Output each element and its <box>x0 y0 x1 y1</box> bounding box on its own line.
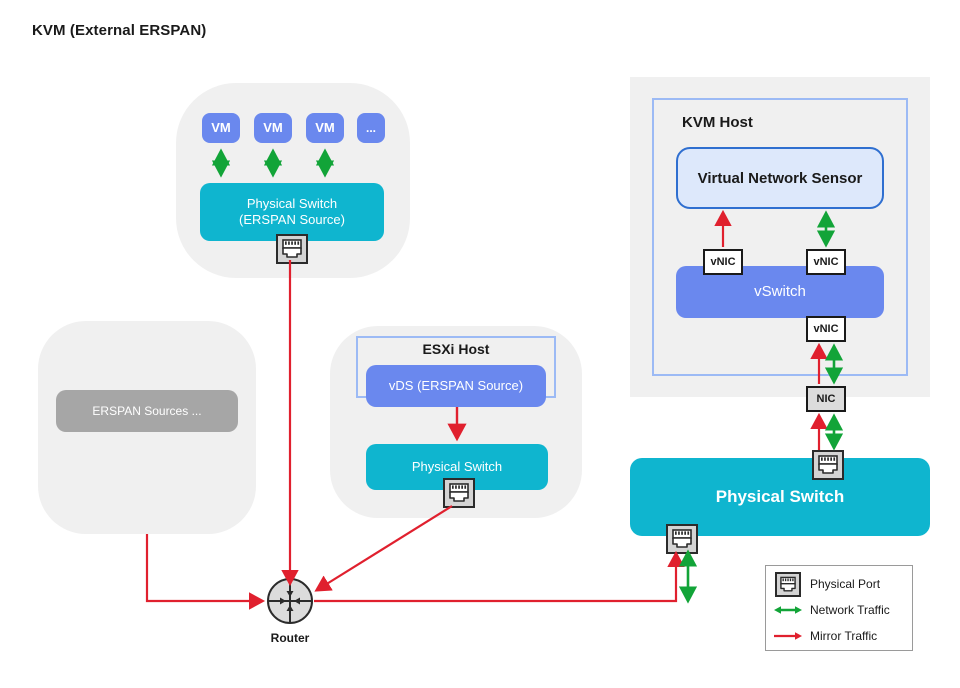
single-arrow-red-icon <box>774 632 802 640</box>
physical-port-icon <box>276 234 308 264</box>
nic-box: NIC <box>806 386 846 412</box>
bottom-switch-label: Physical Switch <box>715 487 845 507</box>
erspan-sources-box: ERSPAN Sources ... <box>56 390 238 432</box>
vm-box-1: VM <box>202 113 240 143</box>
virtual-network-sensor-label: Virtual Network Sensor <box>697 169 863 187</box>
vm-label: VM <box>211 119 231 135</box>
wire-esxi-port-to-router <box>314 505 453 592</box>
vm-label: VM <box>263 119 283 135</box>
physical-port-kvm-switch <box>276 234 308 264</box>
physical-port-icon <box>775 571 801 597</box>
legend-label: Mirror Traffic <box>810 629 878 643</box>
vm-box-2: VM <box>254 113 292 143</box>
esxi-switch-label: Physical Switch <box>411 458 503 474</box>
physical-port-icon <box>812 450 844 480</box>
switch-label-line2: (ERSPAN Source) <box>239 212 345 227</box>
legend-item-physical-port: Physical Port <box>766 571 912 597</box>
vm-more-label: ... <box>365 120 376 135</box>
router-icon <box>266 577 314 625</box>
vnic-label: vNIC <box>710 256 736 268</box>
kvm-physical-switch-erspan-source: Physical Switch (ERSPAN Source) <box>200 183 384 241</box>
physical-port-icon <box>443 478 475 508</box>
kvm-host-outer-panel <box>630 77 930 397</box>
page-title: KVM (External ERSPAN) <box>32 22 207 39</box>
vnic-bottom-box: vNIC <box>806 316 846 342</box>
vm-box-more: ... <box>357 113 385 143</box>
vds-label: vDS (ERSPAN Source) <box>388 377 524 393</box>
vds-erspan-source-box: vDS (ERSPAN Source) <box>366 365 546 407</box>
legend-label: Network Traffic <box>810 603 890 617</box>
kvm-host-frame <box>652 98 908 376</box>
legend-item-network-traffic: Network Traffic <box>766 597 912 623</box>
switch-label-line1: Physical Switch <box>246 195 338 211</box>
legend-item-mirror-traffic: Mirror Traffic <box>766 623 912 649</box>
erspan-sources-label: ERSPAN Sources ... <box>92 403 202 418</box>
physical-port-bottom-switch-left <box>666 524 698 554</box>
vnic-right-box: vNIC <box>806 249 846 275</box>
legend: Physical Port Network Traffic Mirror Tra… <box>765 565 913 651</box>
legend-label: Physical Port <box>810 577 881 591</box>
router-label: Router <box>270 631 310 645</box>
physical-port-icon <box>666 524 698 554</box>
vnic-label: vNIC <box>813 323 839 335</box>
bottom-physical-switch: Physical Switch <box>630 458 930 536</box>
legend-physical-port-gfx <box>766 571 810 597</box>
wire-router-to-bottom-switch-port <box>314 550 685 603</box>
wire-erspan-sources-to-router <box>145 534 266 610</box>
vnic-left-box: vNIC <box>703 249 743 275</box>
vswitch-label: vSwitch <box>754 282 806 300</box>
legend-network-traffic-gfx <box>766 603 810 617</box>
nic-label: NIC <box>816 393 836 405</box>
physical-port-bottom-switch-top <box>812 450 844 480</box>
virtual-network-sensor-box: Virtual Network Sensor <box>676 147 884 209</box>
kvm-host-label: KVM Host <box>682 114 753 131</box>
esxi-host-label: ESXi Host <box>422 341 490 357</box>
vm-box-3: VM <box>306 113 344 143</box>
vm-label: VM <box>315 119 335 135</box>
physical-port-esxi-switch <box>443 478 475 508</box>
double-arrow-green-icon <box>774 606 802 614</box>
legend-mirror-traffic-gfx <box>766 629 810 643</box>
vnic-label: vNIC <box>813 256 839 268</box>
